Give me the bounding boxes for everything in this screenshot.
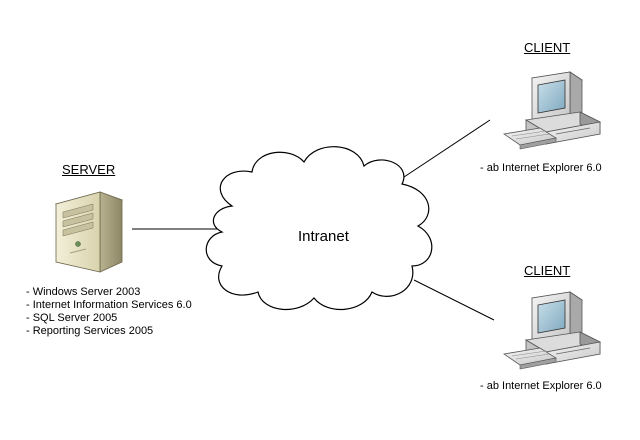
desktop-computer-icon [502,71,602,150]
link-intranet-client-2 [413,279,495,321]
server-spec-item: - Reporting Services 2005 [26,325,154,337]
server-spec-item: - Windows Server 2003 [26,286,141,298]
cloud-icon [205,146,433,311]
server-tower-icon [54,191,124,273]
desktop-computer-icon [502,291,602,370]
client-note: - ab Internet Explorer 6.0 [480,380,602,392]
server-spec-item: - Internet Information Services 6.0 [26,299,192,311]
server-spec-item: - SQL Server 2005 [26,312,118,324]
client-heading: CLIENT [524,263,571,278]
client-heading: CLIENT [524,40,571,55]
server-heading: SERVER [62,162,116,177]
client-note: - ab Internet Explorer 6.0 [480,162,602,174]
server-spec-list: - Windows Server 2003 - Internet Informa… [26,286,192,338]
link-intranet-client-1 [397,119,491,182]
intranet-label: Intranet [298,228,349,245]
